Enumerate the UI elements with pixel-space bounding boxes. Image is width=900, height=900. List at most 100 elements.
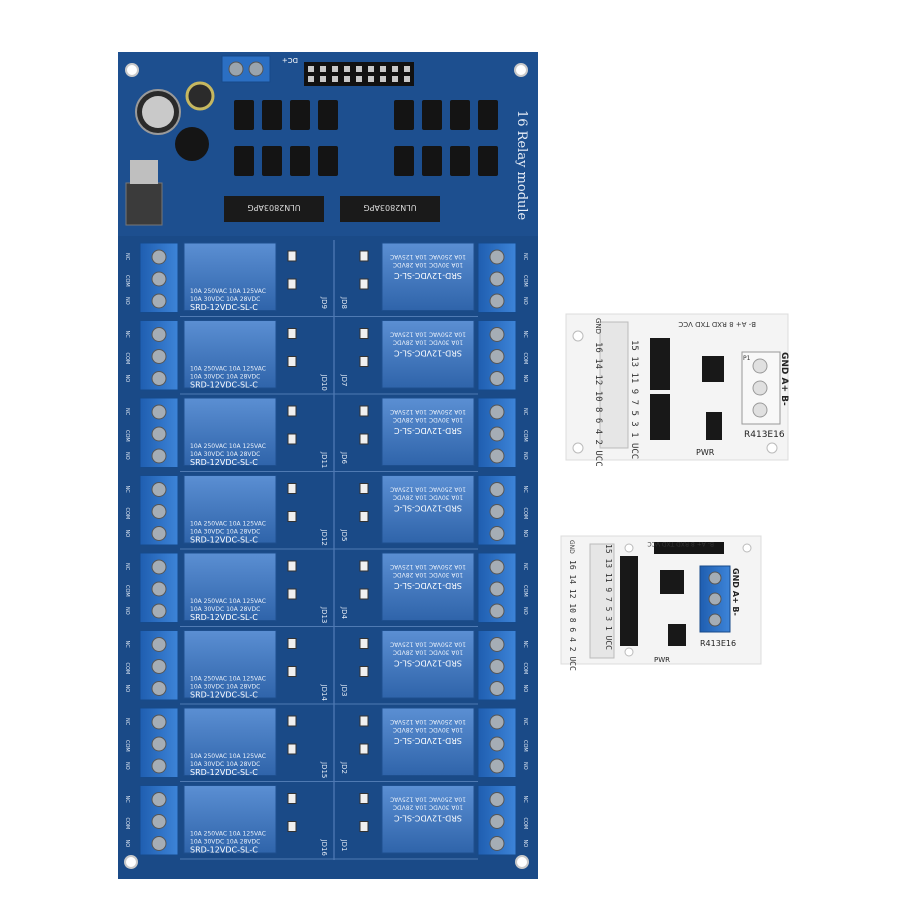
screw [151,736,167,752]
relay-model: SRD-12VDC-SL-C [394,814,462,823]
relay-model: SRD-12VDC-SL-C [190,458,258,467]
screw [151,559,167,575]
terminal-pin-label: NC [124,486,130,494]
screw [489,293,505,309]
screw [489,681,505,696]
screw [489,249,505,265]
driver-chip-label: ULN2803APG [247,203,300,212]
smd-resistor [359,511,369,522]
screw [489,714,505,730]
terminal-pin-label: NC [124,796,130,804]
screw [489,603,505,619]
terminal-pin-label: NC [124,563,130,571]
screw [151,659,167,674]
pin-header [304,62,414,86]
voltage-regulator [125,182,163,226]
relay-rating-line1: 10A 250VAC 10A 125VAC [190,521,266,528]
regulator-tab [130,160,158,184]
screw [151,758,167,774]
terminal-pin-label: COM [124,663,130,675]
terminal-pin-label: COM [522,818,528,830]
screw [489,426,505,442]
terminal-pin-label: NC [522,641,528,649]
screw [489,559,505,575]
relay-rating-line2: 10A 30VDC 10A 28VDC [393,726,463,733]
screw [489,581,505,597]
terminal-pin-label: NO [124,607,130,615]
jd-label: JD3 [340,684,348,697]
terminal-pin-label: COM [124,353,130,365]
relay-rating-line1: 10A 250VAC 10A 125VAC [190,753,266,760]
smd-led [287,328,297,339]
smd-led [359,250,369,262]
jd-label: JD14 [320,684,328,702]
model-label: R413E16 [744,430,785,440]
driver-chip [340,196,440,222]
terminal-pin-label: NO [124,762,130,770]
screw [151,426,167,442]
smd-resistor [287,666,297,677]
terminal-pin-label: NO [124,297,130,305]
screw [151,404,167,420]
screw [489,814,505,829]
column-label-left: 16 14 12 10 8 6 4 2 UCC [593,342,603,467]
relay-model: SRD-12VDC-SL-C [190,381,258,390]
screw [151,603,167,619]
relay-rating-line1: 10A 250VAC 10A 125VAC [390,563,466,570]
terminal-pin-label: NO [522,452,528,460]
screw [752,380,768,396]
jd-label: JD15 [320,761,328,778]
relay-rating-line1: 10A 250VAC 10A 125VAC [390,486,466,493]
smd-led [287,560,297,572]
relay [183,630,277,699]
screw [489,349,505,364]
relay [183,552,277,621]
relay [183,320,277,389]
screw [151,836,167,851]
terminal-pin-label: NO [124,840,130,848]
ic-chip [660,570,684,594]
screw [708,571,722,585]
terminal-pin-label: COM [522,508,528,520]
terminal-pin-label: NC [124,253,130,261]
screw [151,482,167,497]
smd-led [359,715,369,727]
mounting-hole [515,855,529,869]
relay-rating-line2: 10A 30VDC 10A 28VDC [190,296,260,303]
screw [489,482,505,497]
relay-rating-line1: 10A 250VAC 10A 125VAC [190,598,266,605]
smd-resistor [359,433,369,445]
screw [151,349,167,364]
relay-rating-line1: 10A 250VAC 10A 125VAC [390,253,466,260]
ic-chip [702,356,724,382]
jd-label: JD9 [320,296,328,309]
mounting-hole [624,647,634,657]
smd-resistor [359,278,369,290]
jd-label: JD5 [340,529,348,542]
screw [151,681,167,696]
terminal-pin-label: COM [522,663,528,675]
screw [489,404,505,420]
jd-label: JD13 [320,606,328,623]
smd-led [359,483,369,494]
relay-rating-line2: 10A 30VDC 10A 28VDC [393,494,463,501]
relay-rating-line2: 10A 30VDC 10A 28VDC [393,571,463,578]
screw [752,402,768,418]
screw [489,327,505,342]
screw [151,714,167,730]
terminal-pin-label: NC [124,331,130,339]
ic-chip [620,556,638,646]
relay [381,707,475,776]
relay-rating-line1: 10A 250VAC 10A 125VAC [190,366,266,373]
relay-rating-line1: 10A 250VAC 10A 125VAC [190,831,266,838]
screw [489,504,505,519]
terminal-pin-label: COM [124,585,130,597]
smd-resistor [287,743,297,755]
relay-rating-line1: 10A 250VAC 10A 125VAC [190,288,266,295]
relay-model: SRD-12VDC-SL-C [190,303,258,312]
terminal-pin-label: COM [522,740,528,752]
relay-rating-line2: 10A 30VDC 10A 28VDC [190,451,260,458]
